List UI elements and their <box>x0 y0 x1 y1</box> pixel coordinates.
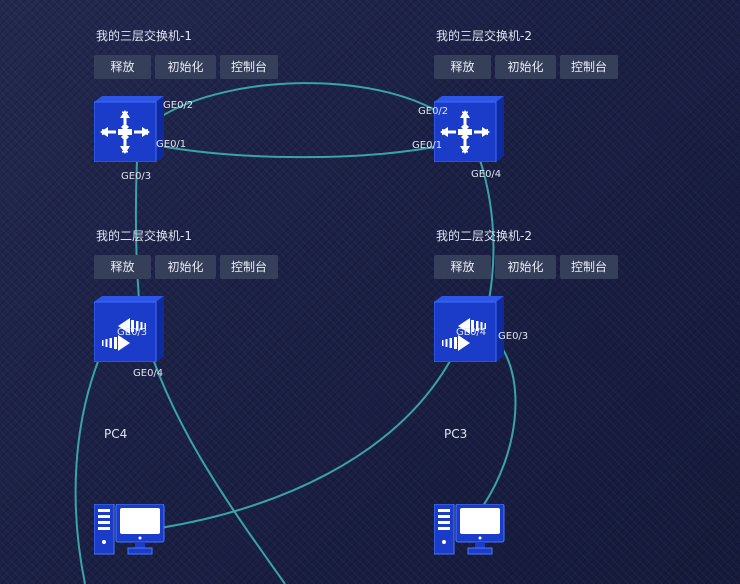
link-l2s1-pc-left[interactable] <box>74 339 108 584</box>
l3s1-port-ge02: GE0/2 <box>163 100 194 111</box>
l3-switch-2-initialize-button[interactable]: 初始化 <box>495 55 556 79</box>
l3-switch-1-title: 我的三层交换机-1 <box>96 29 192 43</box>
l2s2-port-ge03: GE0/3 <box>498 331 529 342</box>
l3s2-port-ge01: GE0/1 <box>412 140 443 151</box>
l2-switch-2-release-button[interactable]: 释放 <box>434 255 491 279</box>
l3-switch-2-actions: 释放 初始化 控制台 <box>434 55 618 79</box>
layer2-switch-icon[interactable] <box>93 296 164 363</box>
l2-switch-1-release-button[interactable]: 释放 <box>94 255 151 279</box>
l3s1-port-ge03: GE0/3 <box>121 171 152 182</box>
l3s2-port-ge04: GE0/4 <box>471 169 502 180</box>
l3-switch-1-actions: 释放 初始化 控制台 <box>94 55 278 79</box>
layer3-switch-icon[interactable] <box>93 96 164 163</box>
l2s1-port-ge04: GE0/4 <box>133 368 164 379</box>
l3-switch-1-release-button[interactable]: 释放 <box>94 55 151 79</box>
link-l3s1-ge03-l2s1[interactable] <box>134 159 140 301</box>
l2s2-port-ge04: GE0/4 <box>456 327 487 338</box>
l2-switch-1-initialize-button[interactable]: 初始化 <box>155 255 216 279</box>
pc-icon[interactable] <box>93 503 166 556</box>
l3s2-port-ge02: GE0/2 <box>418 106 449 117</box>
l2-switch-2-actions: 释放 初始化 控制台 <box>434 255 618 279</box>
layer2-switch-icon[interactable] <box>433 296 504 363</box>
l2-switch-1-title: 我的二层交换机-1 <box>96 229 192 243</box>
link-l2s2-ge03-pc3[interactable] <box>482 344 517 507</box>
link-l3s1-ge01-l3s2-ge01[interactable] <box>159 144 446 159</box>
link-l2s1-ge04-down[interactable] <box>149 349 286 584</box>
pc3-title: PC3 <box>444 427 468 441</box>
l3-switch-2-title: 我的三层交换机-2 <box>436 29 532 43</box>
l2-switch-1-actions: 释放 初始化 控制台 <box>94 255 278 279</box>
l2-switch-1-console-button[interactable]: 控制台 <box>220 255 278 279</box>
l2-switch-2-title: 我的二层交换机-2 <box>436 229 532 243</box>
layer3-switch-icon[interactable] <box>433 96 504 163</box>
pc-icon[interactable] <box>433 503 506 556</box>
l3-switch-2-console-button[interactable]: 控制台 <box>560 55 618 79</box>
link-l2s2-pc4[interactable] <box>159 349 457 529</box>
l2-switch-2-initialize-button[interactable]: 初始化 <box>495 255 556 279</box>
l2-switch-2-console-button[interactable]: 控制台 <box>560 255 618 279</box>
link-l3s2-ge04-l2s2[interactable] <box>479 159 495 301</box>
l3s1-port-ge01: GE0/1 <box>156 139 187 150</box>
l3-switch-1-initialize-button[interactable]: 初始化 <box>155 55 216 79</box>
l3-switch-2-release-button[interactable]: 释放 <box>434 55 491 79</box>
pc4-title: PC4 <box>104 427 128 441</box>
l3-switch-1-console-button[interactable]: 控制台 <box>220 55 278 79</box>
link-l3s1-ge02-l3s2-ge02[interactable] <box>161 82 443 117</box>
l2s1-port-ge03: GE0/3 <box>117 327 148 338</box>
